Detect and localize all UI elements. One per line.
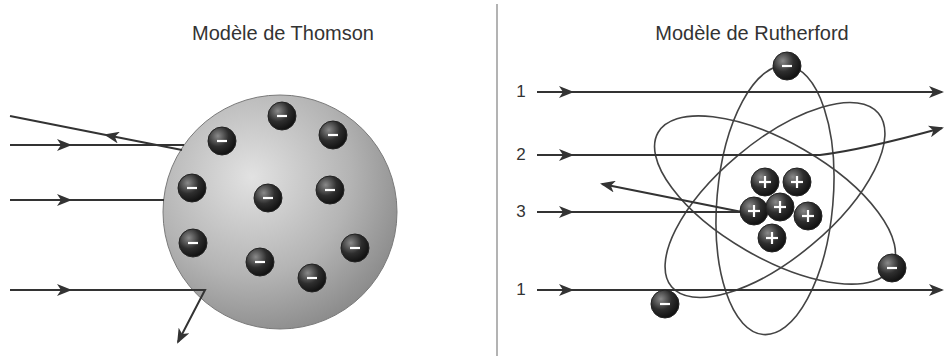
orbiting-electrons [651,52,906,318]
panel-title: Modèle de Thomson [192,22,374,44]
trajectory-number: 1 [516,83,525,102]
panel-divider [496,4,498,356]
thomson-atom [163,95,397,329]
trajectory-number: 1 [516,281,525,300]
nucleus [740,168,822,252]
electron-orbits [629,60,921,339]
alpha-trajectories [537,92,942,290]
trajectory-number: 2 [516,146,525,165]
trajectory-number: 3 [516,203,525,222]
panel-title: Modèle de Rutherford [655,22,848,44]
alpha-trajectories [10,116,205,342]
